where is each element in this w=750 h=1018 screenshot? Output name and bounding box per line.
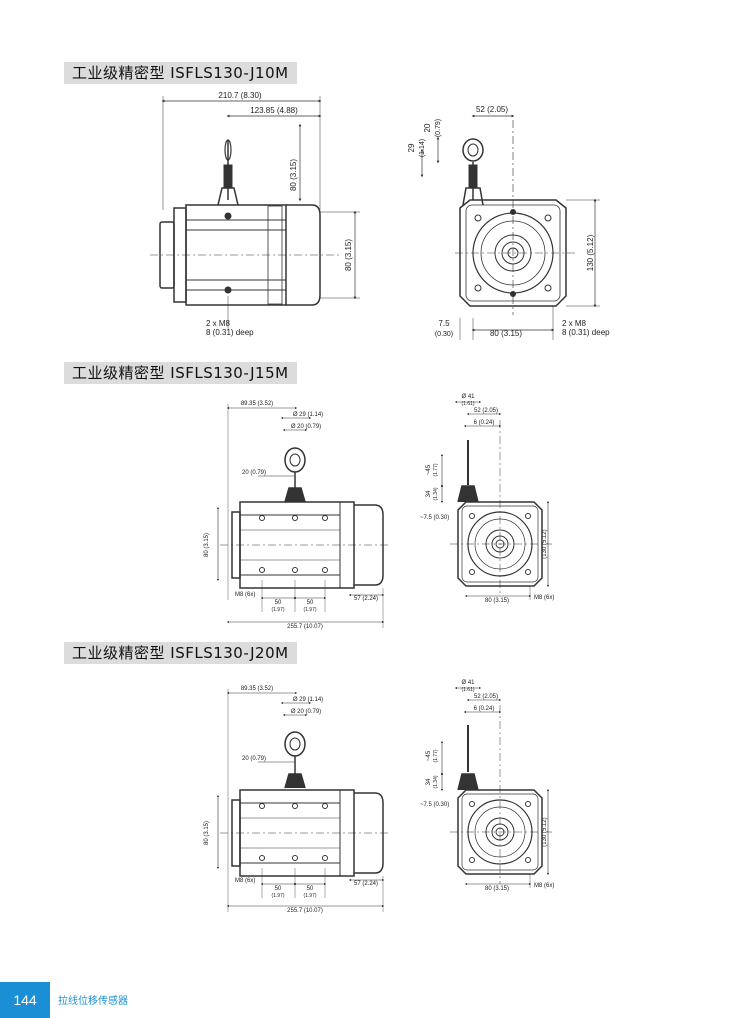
thread-front-line2-j10m: 8 (0.31) deep: [562, 328, 610, 337]
section-title-j15m: 工业级精密型 ISFLS130-J15M: [64, 362, 297, 384]
dim-41-j20m: Ø 41: [461, 680, 475, 686]
dim-20-front-j10m: 20: [423, 123, 432, 132]
thread-line2-j10m: 8 (0.31) deep: [206, 328, 254, 337]
dim-50b-j20m: 50: [307, 886, 314, 892]
dim-offset2-front-j10m: (0.30): [435, 331, 453, 338]
dim-75-j20m: ~7.5 (0.30): [420, 802, 449, 808]
dim-height-top-j10m: 80 (3.15): [289, 159, 298, 191]
dim-57-j20m: 57 (2.24): [354, 881, 378, 887]
dim-6-j15m: 6 (0.24): [474, 420, 495, 426]
dim-e-j15m: 80 (3.15): [204, 533, 210, 557]
dim-50a2-j15m: (1.97): [271, 607, 284, 613]
dim-a-j20m: 89.35 (3.52): [241, 686, 273, 692]
dim-total-j10m: 210.7 (8.30): [218, 91, 261, 100]
section-title-j10m: 工业级精密型 ISFLS130-J10M: [64, 62, 297, 84]
dim-m8-front-j20m: M8 (6x): [534, 883, 554, 889]
dim-45-j15m: ~45: [426, 464, 432, 475]
dim-total-j15m: 255.7 (10.07): [287, 624, 323, 630]
dim-75-j15m: ~7.5 (0.30): [420, 515, 449, 521]
dim-34-j20m: 34: [426, 778, 432, 785]
dim-20b-front-j10m: (0.79): [435, 119, 442, 137]
dim-width-front-j10m: 80 (3.15): [490, 329, 522, 338]
dim-m8-j20m: M8 (6x): [235, 878, 255, 884]
dim-m8-front-j15m: M8 (6x): [534, 595, 554, 601]
footer-title: 拉线位移传感器: [58, 996, 128, 1007]
dim-c-j15m: Ø 20 (0.79): [291, 424, 321, 430]
dim-50a-j15m: 50: [275, 600, 282, 606]
side-view-j20m: [216, 689, 390, 912]
side-view-j10m: [150, 96, 360, 330]
dim-45b-j20m: (1.77): [433, 749, 439, 762]
dim-130-j20m: (130 (5.12): [542, 817, 548, 846]
dim-45-j20m: ~45: [426, 750, 432, 761]
dim-34b-j15m: (1.34): [433, 487, 439, 500]
dim-height-body-j10m: 80 (3.15): [344, 239, 353, 271]
dim-c-j20m: Ø 20 (0.79): [291, 709, 321, 715]
dim-41b-j15m: (1.61): [461, 401, 474, 407]
dim-50a-j20m: 50: [275, 886, 282, 892]
dim-57-j15m: 57 (2.24): [354, 596, 378, 602]
dim-130-j15m: (130 (5.12): [542, 529, 548, 558]
thread-front-line1-j10m: 2 x M8: [562, 319, 587, 328]
dim-50b-j15m: 50: [307, 600, 314, 606]
dim-6-j20m: 6 (0.24): [474, 706, 495, 712]
dim-41b-j20m: (1.61): [461, 687, 474, 693]
front-view-j10m: [420, 114, 600, 340]
dim-d-j20m: 20 (0.79): [242, 756, 266, 762]
dim-d-j15m: 20 (0.79): [242, 470, 266, 476]
dim-b-j20m: Ø 29 (1.14): [293, 697, 323, 703]
dim-m8-j15m: M8 (6x): [235, 592, 255, 598]
section-title-j20m: 工业级精密型 ISFLS130-J20M: [64, 642, 297, 664]
side-view-j15m: [216, 404, 390, 628]
page-number: 144: [0, 982, 50, 1018]
dim-80-j20m: 80 (3.15): [485, 886, 509, 892]
dim-29-front-j10m: 29: [407, 143, 416, 152]
dim-41-j15m: Ø 41: [461, 394, 475, 400]
dim-34b-j20m: (1.34): [433, 775, 439, 788]
dim-offset1-front-j10m: 7.5: [438, 319, 450, 328]
thread-line1-j10m: 2 x M8: [206, 319, 231, 328]
dim-80-j15m: 80 (3.15): [485, 598, 509, 604]
dim-45b-j15m: (1.77): [433, 463, 439, 476]
dim-height-front-j10m: 130 (5.12): [586, 234, 595, 271]
dim-a-j15m: 89.35 (3.52): [241, 401, 273, 407]
dim-50b2-j15m: (1.97): [303, 607, 316, 613]
technical-drawings: 210.7 (8.30) 123.85 (4.88) 80 (3.15) 80 …: [150, 91, 610, 914]
dim-total-j20m: 255.7 (10.07): [287, 908, 323, 914]
dim-52-j20m: 52 (2.05): [474, 694, 498, 700]
dim-50a2-j20m: (1.97): [271, 893, 284, 899]
dim-e-j20m: 80 (3.15): [204, 821, 210, 845]
front-view-j20m: [440, 686, 552, 888]
front-view-j15m: [440, 400, 552, 600]
dim-50b2-j20m: (1.97): [303, 893, 316, 899]
dim-34-j15m: 34: [426, 490, 432, 497]
dim-29b-front-j10m: (1.14): [419, 139, 426, 157]
dim-52-j15m: 52 (2.05): [474, 408, 498, 414]
dim-center-j10m: 123.85 (4.88): [250, 106, 298, 115]
dim-top-front-j10m: 52 (2.05): [476, 105, 508, 114]
dim-b-j15m: Ø 29 (1.14): [293, 412, 323, 418]
